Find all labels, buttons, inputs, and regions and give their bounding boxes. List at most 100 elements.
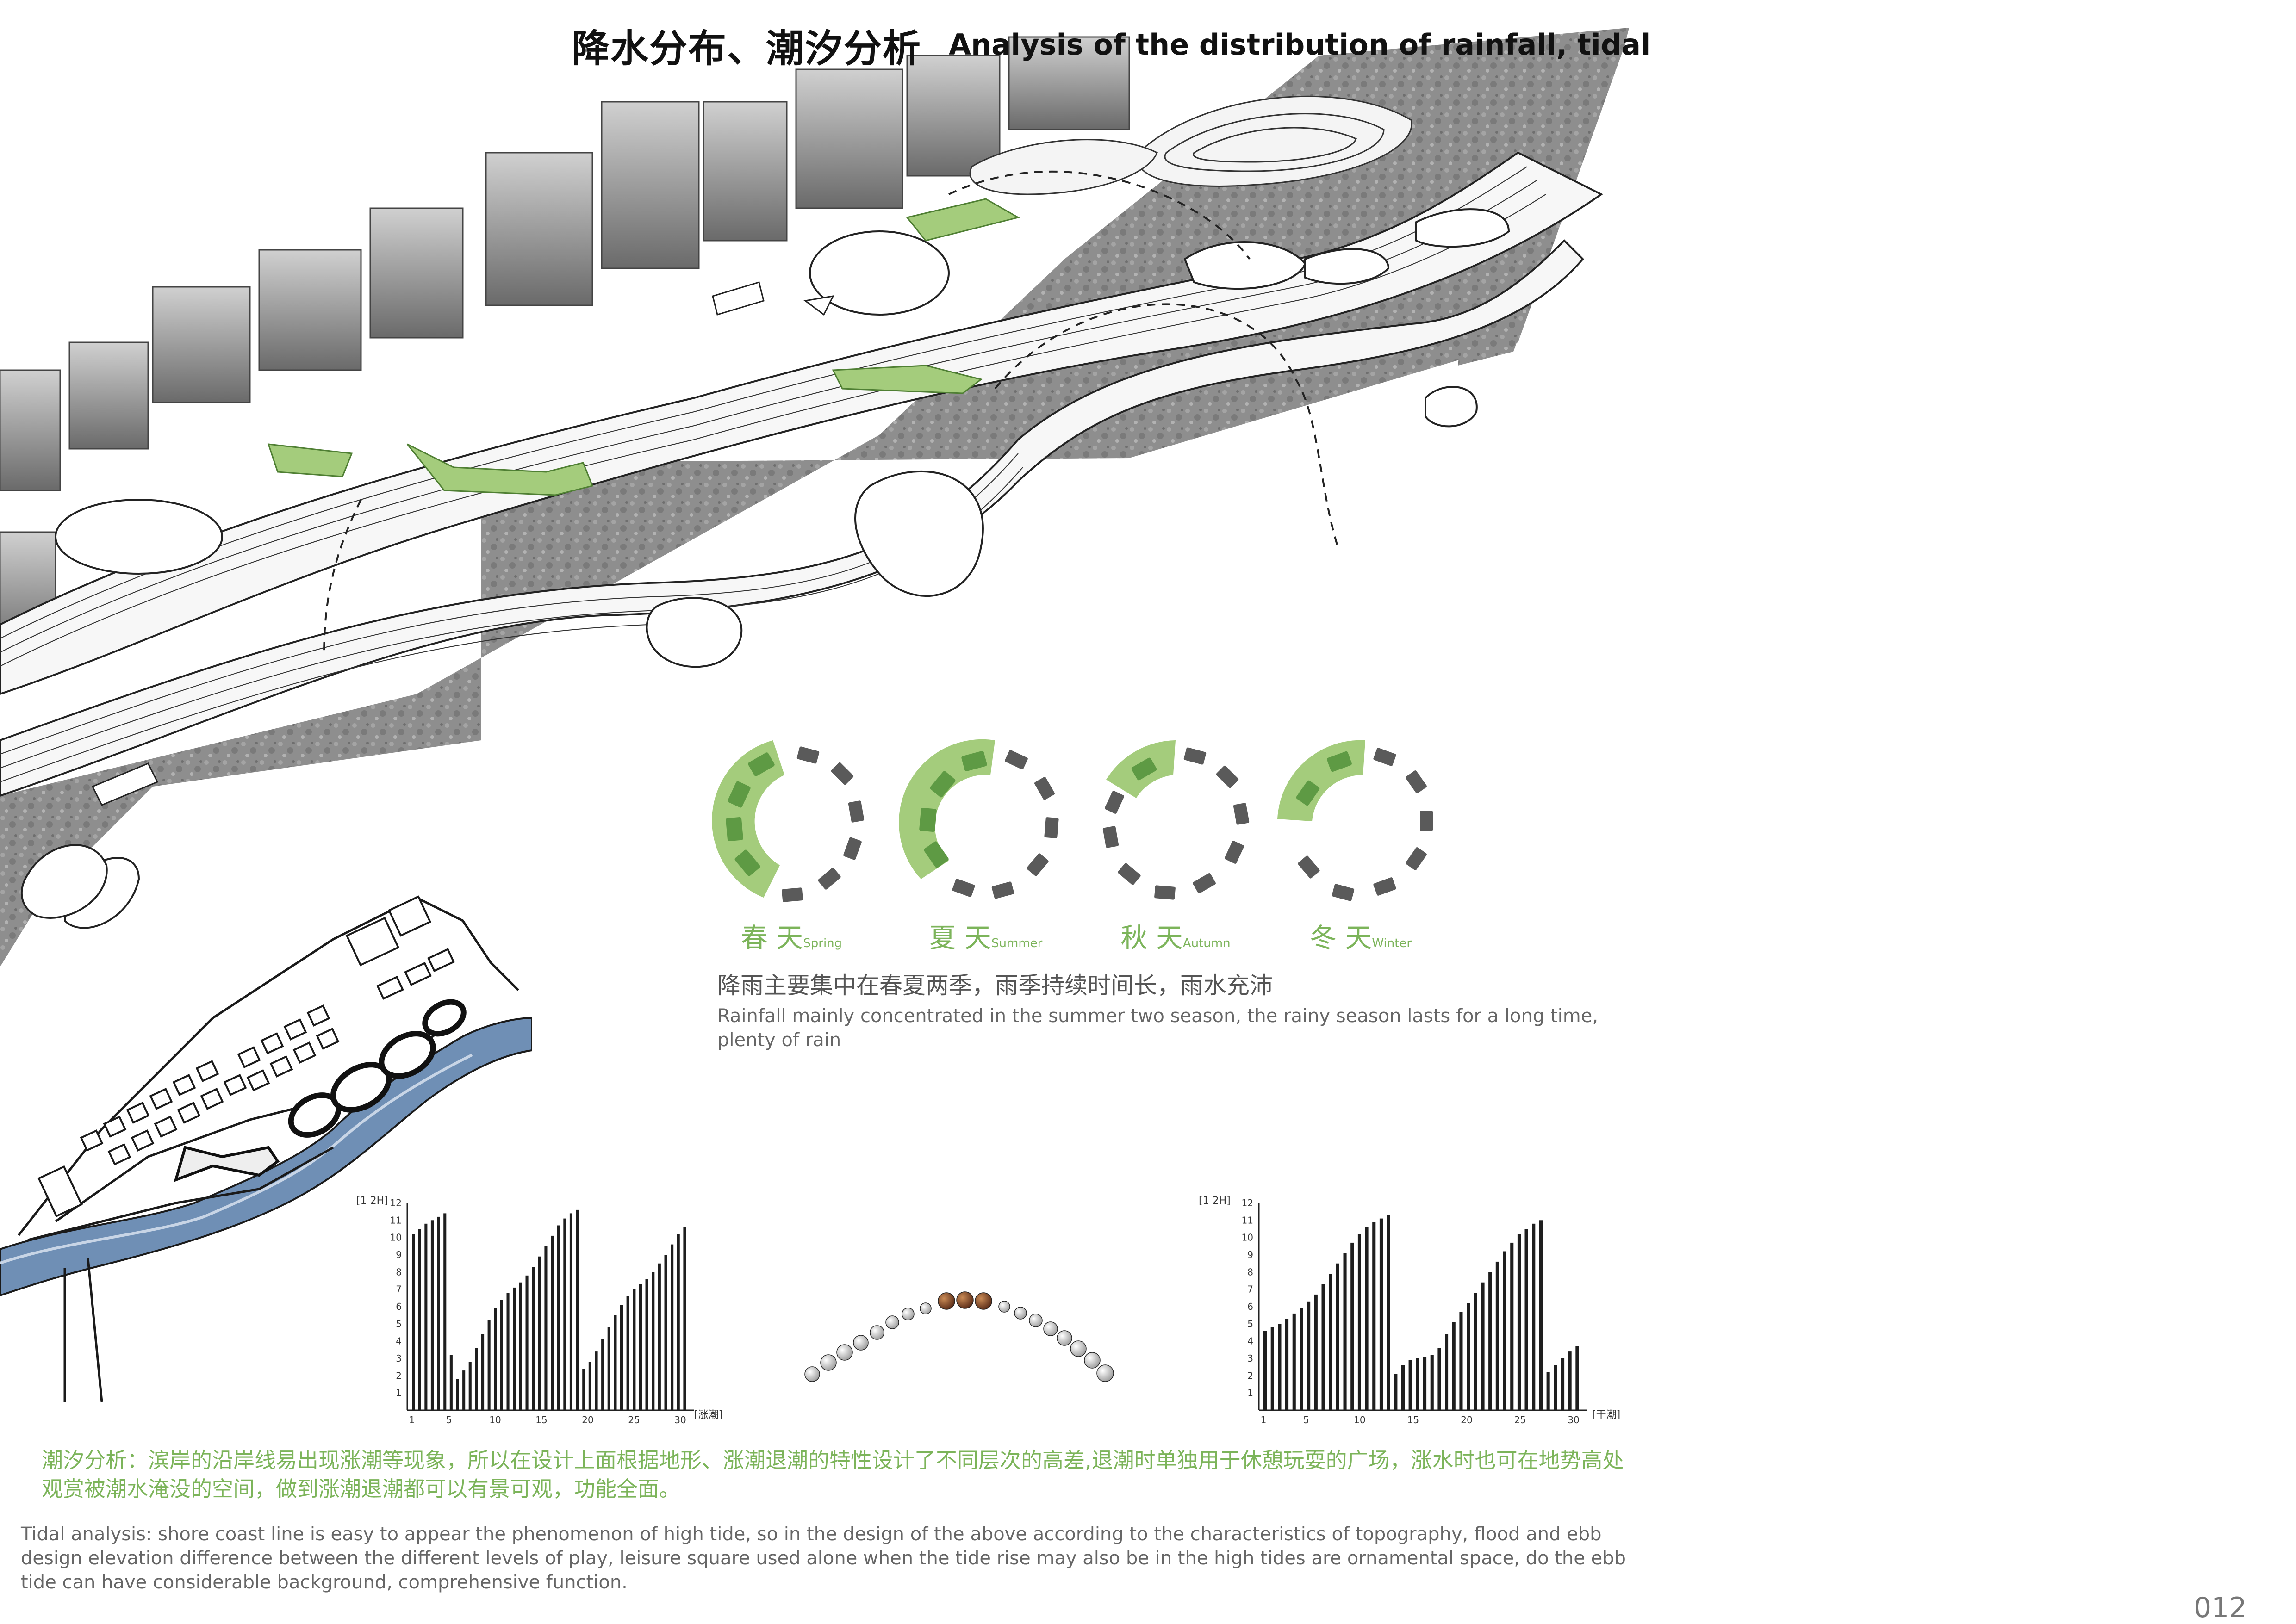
y-tick-label: 5 <box>1247 1318 1253 1329</box>
season-rain-diagrams: 春 天Spring 夏 天Summer <box>699 731 1449 954</box>
tide-bar <box>1445 1334 1449 1410</box>
tide-bar <box>1401 1365 1405 1410</box>
page-title: 降水分布、潮汐分析 <box>572 27 922 71</box>
bar-series <box>412 1209 686 1410</box>
x-tick-label: 5 <box>1303 1414 1309 1426</box>
tide-bar <box>494 1308 497 1410</box>
tide-bar <box>437 1216 440 1410</box>
tide-bar <box>449 1355 453 1410</box>
y-tick-label: 12 <box>390 1197 402 1209</box>
tide-bar <box>1532 1223 1536 1410</box>
season-label-winter: 冬 天Winter <box>1309 922 1412 954</box>
tide-bar <box>1575 1346 1579 1410</box>
season-ring-icon <box>899 739 1059 899</box>
tide-bar <box>1350 1242 1354 1410</box>
season-autumn: 秋 天Autumn <box>1083 731 1268 954</box>
tide-bar <box>614 1315 617 1410</box>
tide-bar <box>601 1339 604 1410</box>
y-tick-label: 5 <box>396 1318 402 1329</box>
tide-bar <box>633 1289 636 1410</box>
y-tick-label: 7 <box>396 1284 402 1295</box>
tide-bar <box>525 1275 529 1410</box>
y-tick-label: 6 <box>1247 1301 1253 1312</box>
tide-bar <box>677 1234 680 1410</box>
tide-bar <box>588 1362 591 1410</box>
tide-bar <box>475 1348 478 1410</box>
tide-bar <box>1365 1227 1369 1410</box>
tide-bar <box>582 1369 585 1410</box>
tide-bar <box>1379 1218 1383 1410</box>
tide-bar <box>1539 1220 1543 1410</box>
x-axis-title: [涨潮] <box>694 1409 722 1421</box>
tide-bar <box>683 1227 686 1410</box>
tide-bar <box>1343 1253 1347 1410</box>
tide-bar <box>1467 1303 1470 1410</box>
tide-bar <box>1430 1355 1434 1410</box>
y-tick-label: 9 <box>1247 1249 1253 1260</box>
tide-bar <box>500 1300 503 1410</box>
tide-bar <box>513 1287 516 1410</box>
tide-bar <box>1408 1360 1412 1410</box>
tide-bar <box>1488 1272 1492 1410</box>
tide-bar <box>1524 1229 1528 1410</box>
x-tick-label: 25 <box>1514 1414 1526 1426</box>
bar-series <box>1263 1215 1579 1410</box>
x-tick-label: 15 <box>535 1414 547 1426</box>
tide-bar <box>1517 1234 1521 1410</box>
y-tick-label: 9 <box>396 1249 402 1260</box>
tide-bar <box>557 1225 560 1410</box>
moon-phase-icon <box>804 1291 1114 1382</box>
x-tick-label: 30 <box>674 1414 686 1426</box>
tide-bar <box>468 1362 472 1410</box>
season-label-spring: 春 天Spring <box>740 922 842 954</box>
tide-bar <box>1568 1351 1572 1410</box>
tide-bar <box>569 1213 572 1410</box>
y-tick-label: 4 <box>1247 1336 1253 1347</box>
tide-bar <box>620 1305 623 1410</box>
y-tick-label: 3 <box>1247 1353 1253 1364</box>
tide-bar <box>551 1235 554 1410</box>
tide-bar <box>532 1267 535 1410</box>
tide-bar <box>1546 1372 1550 1410</box>
y-tick-label: 11 <box>1242 1215 1253 1226</box>
tide-bar <box>671 1244 674 1410</box>
tide-bar <box>412 1234 415 1410</box>
tide-bar <box>1423 1357 1427 1410</box>
tide-bar <box>443 1213 447 1410</box>
tide-bar <box>1292 1313 1296 1410</box>
tide-bar <box>626 1296 629 1410</box>
y-tick-label: 7 <box>1247 1284 1253 1295</box>
x-tick-label: 10 <box>1354 1414 1365 1426</box>
season-label-autumn: 秋 天Autumn <box>1120 922 1231 954</box>
season-label-summer: 夏 天Summer <box>929 922 1043 954</box>
tide-bar <box>1387 1215 1390 1410</box>
tide-bar <box>595 1351 598 1410</box>
tide-bar <box>1561 1358 1565 1410</box>
y-tick-label: 10 <box>390 1232 402 1243</box>
tide-bar <box>418 1229 421 1410</box>
x-tick-label: 15 <box>1407 1414 1419 1426</box>
tide-bar <box>1321 1284 1325 1410</box>
season-ring-icon <box>1102 740 1250 900</box>
tide-bar <box>1459 1312 1463 1410</box>
x-tick-label: 25 <box>628 1414 640 1426</box>
tide-bar <box>506 1293 510 1410</box>
tide-bar <box>1554 1365 1557 1410</box>
tide-bar <box>576 1209 579 1410</box>
x-axis-title: [干潮] <box>1592 1409 1620 1421</box>
tide-bar <box>1357 1234 1361 1410</box>
y-tick-label: 2 <box>396 1370 402 1381</box>
tide-bar <box>462 1370 466 1410</box>
y-tick-label: 4 <box>396 1336 402 1347</box>
tide-bar <box>1372 1222 1376 1410</box>
tide-bar <box>1329 1274 1332 1410</box>
y-tick-label: 1 <box>1247 1388 1253 1399</box>
season-winter: 冬 天Winter <box>1268 731 1453 954</box>
tide-bar <box>1437 1348 1441 1410</box>
